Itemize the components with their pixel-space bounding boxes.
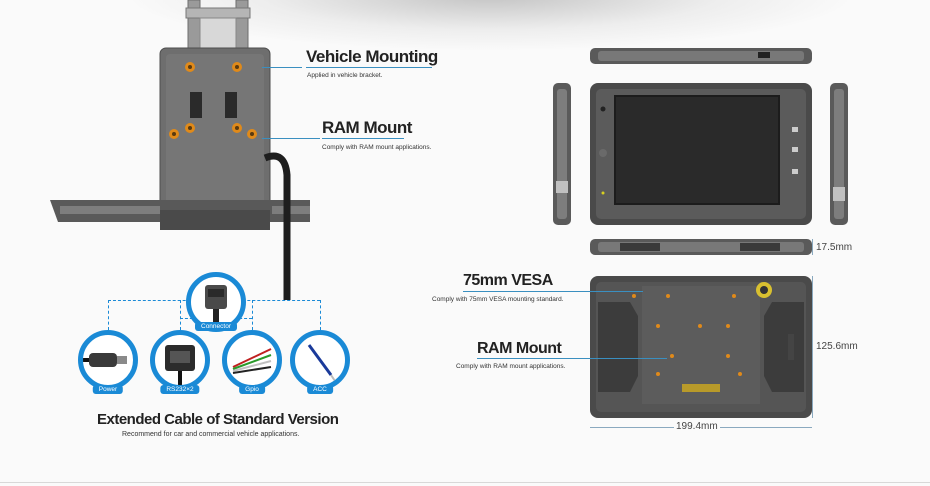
thickness-dim-line xyxy=(812,239,813,255)
port-label-power: Power xyxy=(92,385,124,394)
ram-mount-top-underline xyxy=(322,138,404,139)
tablet-front-view xyxy=(590,83,812,225)
acc-bubble xyxy=(290,330,350,390)
ram-mount-top-title: RAM Mount xyxy=(322,118,412,137)
vesa-title: 75mm VESA xyxy=(463,272,553,289)
connector-label: Connector xyxy=(195,322,237,331)
ram-mount-back-title: RAM Mount xyxy=(477,340,562,357)
gpio-bubble xyxy=(222,330,282,390)
ram-mount-top-leader xyxy=(262,138,320,139)
height-dim-line xyxy=(812,276,813,418)
ram-mount-back-underline xyxy=(477,358,667,359)
port-label-gpio: Gpio xyxy=(239,385,265,394)
vesa-underline xyxy=(463,291,643,292)
tablet-right-side-view xyxy=(830,83,848,225)
tablet-left-side-view xyxy=(553,83,571,225)
branch-power xyxy=(108,300,109,330)
acc-wire-icon xyxy=(307,344,336,382)
vehicle-mounting-desc: Applied in vehicle bracket. xyxy=(307,72,383,79)
branch-acc xyxy=(320,300,321,330)
rs232-bubble xyxy=(150,330,210,390)
cable-title: Extended Cable of Standard Version xyxy=(97,411,339,428)
footer-divider xyxy=(0,482,930,483)
ram-mount-back-desc: Comply with RAM mount applications. xyxy=(456,363,566,370)
tablet-back-view xyxy=(590,276,812,418)
width-dim: 199.4mm xyxy=(676,421,718,432)
power-bubble xyxy=(78,330,138,390)
vehicle-mounting-title: Vehicle Mounting xyxy=(306,47,438,66)
connector-icon xyxy=(205,285,227,323)
width-dim-line-left xyxy=(590,427,674,428)
power-plug-icon xyxy=(83,353,127,367)
width-dim-line-right xyxy=(720,427,812,428)
ram-mount-top-desc: Comply with RAM mount applications. xyxy=(322,144,432,151)
vehicle-mounting-underline xyxy=(306,67,432,68)
vehicle-mounting-leader xyxy=(262,67,302,68)
vehicle-bracket-illustration xyxy=(50,0,310,300)
branch-gpio xyxy=(252,300,253,330)
port-label-acc: ACC xyxy=(307,385,333,394)
tablet-top-edge-view xyxy=(590,48,812,64)
vesa-desc: Comply with 75mm VESA mounting standard. xyxy=(432,296,564,303)
gpio-wires-icon xyxy=(232,348,272,374)
height-dim: 125.6mm xyxy=(816,341,858,352)
thickness-dim: 17.5mm xyxy=(816,242,853,253)
branch-rs232 xyxy=(180,300,181,330)
tablet-bottom-edge-view xyxy=(590,239,812,255)
cable-desc: Recommend for car and commercial vehicle… xyxy=(122,431,300,438)
port-label-rs232: RS232×2 xyxy=(160,385,200,394)
rs232-connector-icon xyxy=(165,345,195,385)
